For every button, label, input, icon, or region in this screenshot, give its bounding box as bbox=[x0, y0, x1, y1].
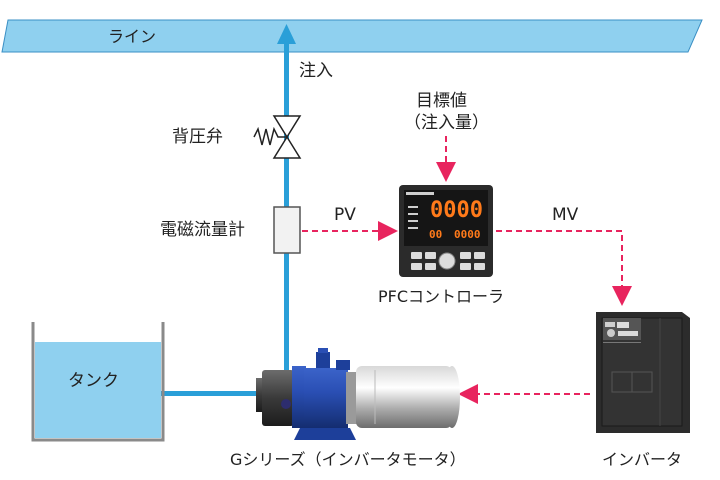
target-sub-label: （注入量） bbox=[404, 113, 489, 133]
tank-pipe bbox=[160, 391, 288, 396]
pump-label: Gシリーズ（インバータモータ） bbox=[230, 450, 466, 469]
line-band: ライン bbox=[1, 19, 703, 53]
controller-dial bbox=[438, 252, 456, 270]
injection-label: 注入 bbox=[299, 61, 333, 81]
controller-key bbox=[460, 263, 471, 270]
controller-key bbox=[460, 252, 471, 259]
pfc-controller: 0000 00 0000 PFCコントローラ bbox=[378, 185, 504, 306]
inverter-label: インバータ bbox=[602, 450, 682, 469]
flow-meter: 電磁流量計 bbox=[160, 206, 301, 254]
controller-key bbox=[474, 263, 485, 270]
mv-signal: MV bbox=[496, 205, 632, 306]
controller-main-display: 0000 bbox=[430, 198, 483, 223]
target-label: 目標値 bbox=[416, 91, 467, 111]
flow-meter-label: 電磁流量計 bbox=[160, 220, 245, 240]
pump-motor: Gシリーズ（インバータモータ） bbox=[230, 348, 466, 469]
controller-key bbox=[425, 252, 436, 259]
tank-label: タンク bbox=[68, 371, 119, 391]
pv-signal: PV bbox=[302, 205, 398, 241]
back-pressure-valve-label: 背圧弁 bbox=[172, 127, 223, 147]
flow-up-arrow bbox=[277, 24, 296, 44]
controller-key bbox=[411, 263, 422, 270]
line-label: ライン bbox=[108, 27, 156, 46]
back-pressure-valve: 背圧弁 bbox=[172, 115, 302, 159]
spring-icon bbox=[253, 126, 286, 146]
controller-sub-left: 00 bbox=[429, 228, 442, 241]
inverter: インバータ bbox=[596, 312, 690, 469]
mv-label: MV bbox=[552, 205, 579, 225]
tank: タンク bbox=[31, 322, 165, 442]
pv-label: PV bbox=[334, 205, 356, 225]
target-value: 目標値 （注入量） bbox=[404, 91, 489, 182]
controller-key bbox=[474, 252, 485, 259]
controller-label: PFCコントローラ bbox=[378, 287, 504, 306]
controller-sub-right: 0000 bbox=[454, 228, 481, 241]
controller-key bbox=[425, 263, 436, 270]
controller-key bbox=[411, 252, 422, 259]
